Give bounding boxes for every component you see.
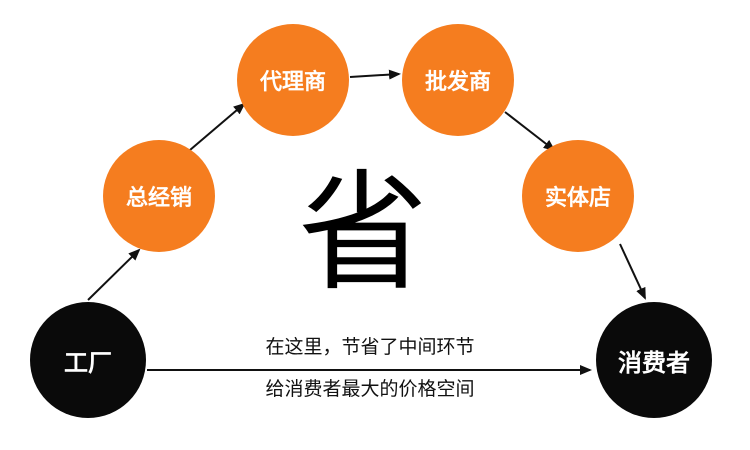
node-factory-label: 工厂	[64, 348, 112, 377]
arrow-retail-store-to-consumer	[619, 243, 646, 300]
node-agent-label: 代理商	[259, 70, 326, 95]
node-retail-store-label: 实体店	[544, 186, 611, 211]
node-retail-store: 实体店	[522, 140, 634, 252]
arrow-general-distributor-to-agent	[189, 102, 246, 151]
node-agent: 代理商	[237, 24, 349, 136]
arrow-wholesaler-to-retail-store	[504, 111, 556, 152]
arrow-agent-to-wholesaler	[349, 69, 401, 80]
node-consumer: 消费者	[596, 302, 712, 418]
node-wholesaler-label: 批发商	[424, 70, 491, 95]
node-wholesaler: 批发商	[402, 24, 514, 136]
node-factory: 工厂	[30, 302, 146, 418]
caption-line-2: 给消费者最大的价格空间	[265, 378, 475, 400]
node-general-distributor-label: 总经销	[125, 186, 192, 211]
node-general-distributor: 总经销	[103, 140, 215, 252]
center-character: 省	[297, 157, 428, 309]
node-consumer-label: 消费者	[618, 348, 690, 377]
arrow-factory-to-general-distributor	[87, 248, 141, 301]
caption-line-1: 在这里，节省了中间环节	[265, 336, 475, 358]
